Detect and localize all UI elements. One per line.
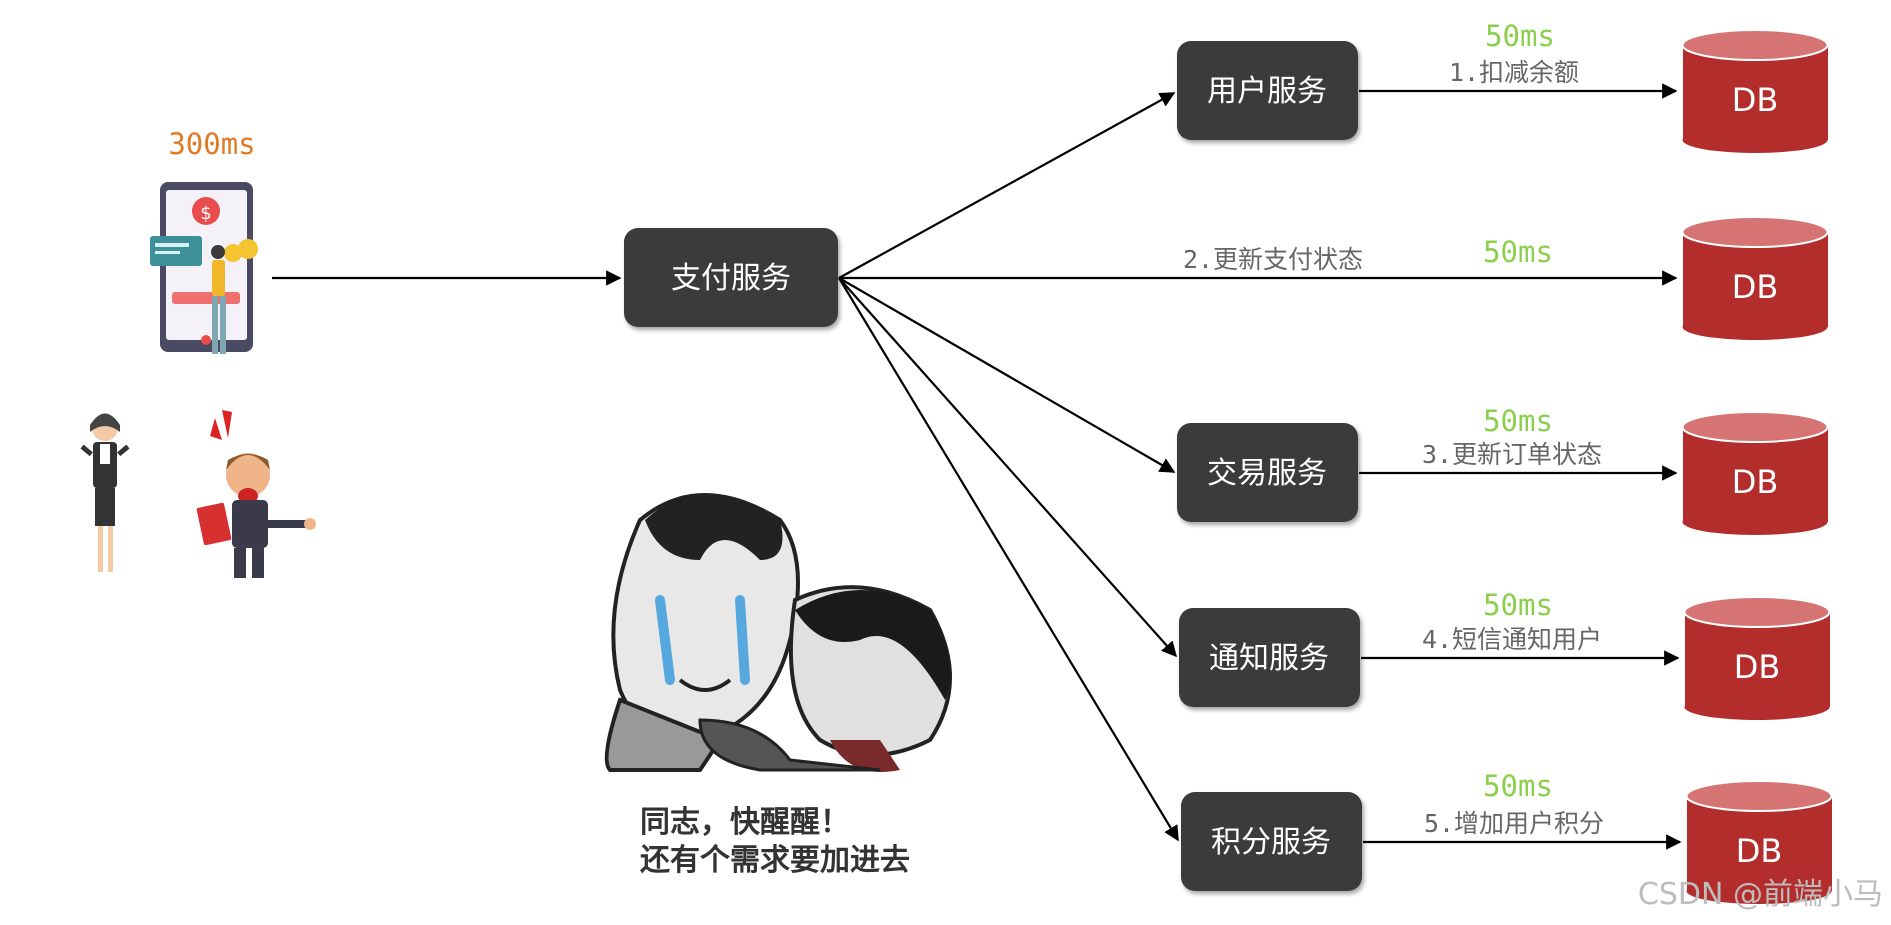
db-cylinder-2: DB <box>1683 217 1829 340</box>
db-label-4: DB <box>1734 648 1781 686</box>
pay-service-label: 支付服务 <box>671 261 791 296</box>
points-service-box: 积分服务 <box>1181 792 1362 891</box>
step-label-1: 1.扣减余额 <box>1449 58 1579 87</box>
db-label-5: DB <box>1736 832 1783 870</box>
notify-service-label: 通知服务 <box>1209 641 1329 676</box>
latency-label-2: 50ms <box>1483 235 1553 269</box>
phone-payment-illustration: $ <box>150 182 258 354</box>
points-service-label: 积分服务 <box>1211 825 1331 860</box>
latency-label-5: 50ms <box>1483 769 1553 803</box>
latency-label-3: 50ms <box>1483 404 1553 438</box>
arrow-pay-to-trade-service <box>839 278 1174 472</box>
user-service-label: 用户服务 <box>1207 74 1327 109</box>
pay-service-box: 支付服务 <box>624 228 838 327</box>
meme-illustration <box>607 495 950 772</box>
step-label-2: 2.更新支付状态 <box>1183 245 1363 274</box>
db-cylinder-1: DB <box>1683 30 1829 153</box>
user-service-box: 用户服务 <box>1177 41 1358 140</box>
trade-service-box: 交易服务 <box>1177 423 1358 522</box>
db-label-3: DB <box>1732 463 1779 501</box>
db-label-1: DB <box>1732 81 1779 119</box>
latency-label-1: 50ms <box>1485 19 1555 53</box>
db-cylinder-3: DB <box>1683 412 1829 535</box>
meme-caption-line1: 同志，快醒醒！ <box>640 805 850 840</box>
svg-text:$: $ <box>200 203 211 224</box>
csdn-watermark: CSDN @前端小马 <box>1638 877 1883 912</box>
client-latency-label: 300ms <box>168 127 255 161</box>
arrow-pay-to-user-service <box>839 93 1174 278</box>
db-cylinder-4: DB <box>1685 597 1831 720</box>
step-label-4: 4.短信通知用户 <box>1422 625 1602 654</box>
step-label-3: 3.更新订单状态 <box>1422 440 1602 469</box>
meme-caption-line2: 还有个需求要加进去 <box>640 843 910 878</box>
businesswoman-illustration <box>80 414 129 573</box>
angry-man-illustration <box>196 410 316 578</box>
latency-label-4: 50ms <box>1483 588 1553 622</box>
notify-service-box: 通知服务 <box>1179 608 1360 707</box>
trade-service-label: 交易服务 <box>1207 456 1327 491</box>
db-label-2: DB <box>1732 268 1779 306</box>
step-label-5: 5.增加用户积分 <box>1424 809 1604 838</box>
